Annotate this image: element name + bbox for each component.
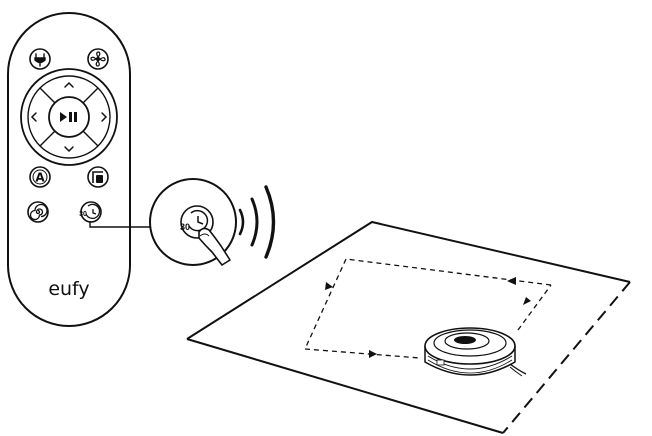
chevron-up-icon xyxy=(64,81,74,88)
down-button[interactable] xyxy=(64,146,74,153)
remote-control: A 30 eufy xyxy=(7,12,131,327)
spot-clean-button[interactable] xyxy=(27,201,49,223)
timer-label-enlarged: 30 xyxy=(180,222,190,232)
brand-logo: eufy xyxy=(48,278,89,300)
right-button[interactable] xyxy=(101,112,108,122)
timer-label: 30 xyxy=(79,211,87,218)
edge-clean-icon xyxy=(92,171,103,183)
left-button[interactable] xyxy=(30,112,37,122)
path-direction-arrows xyxy=(325,277,531,358)
arrow-icon xyxy=(523,297,531,305)
timer-button[interactable]: 30 xyxy=(79,201,102,223)
robot-vacuum xyxy=(424,327,527,377)
arrow-icon xyxy=(369,350,377,358)
auto-label: A xyxy=(35,171,45,185)
timer-clock-icon xyxy=(188,209,209,232)
timer-clock-icon xyxy=(85,203,101,220)
arrow-icon xyxy=(325,282,333,290)
finger-icon xyxy=(198,227,231,266)
timer-zoom-callout: 30 xyxy=(149,178,237,266)
cleaning-path xyxy=(304,258,552,359)
power-button[interactable] xyxy=(29,48,51,70)
up-button[interactable] xyxy=(64,81,74,88)
direction-pad xyxy=(20,68,118,166)
edge-clean-button[interactable] xyxy=(87,166,109,188)
suction-button[interactable] xyxy=(87,48,109,70)
signal-waves-icon xyxy=(238,185,276,259)
arrow-icon xyxy=(507,277,516,285)
auto-button[interactable]: A xyxy=(29,166,51,188)
play-pause-button[interactable] xyxy=(60,112,77,122)
play-pause-icon xyxy=(60,112,77,122)
callout-connector xyxy=(89,221,150,228)
chevron-left-icon xyxy=(30,112,37,122)
chevron-down-icon xyxy=(64,146,74,153)
fan-icon xyxy=(90,51,106,67)
spot-clean-icon xyxy=(29,203,48,221)
floor-area xyxy=(186,220,631,434)
chevron-right-icon xyxy=(101,112,108,122)
power-plug-icon xyxy=(34,53,46,67)
